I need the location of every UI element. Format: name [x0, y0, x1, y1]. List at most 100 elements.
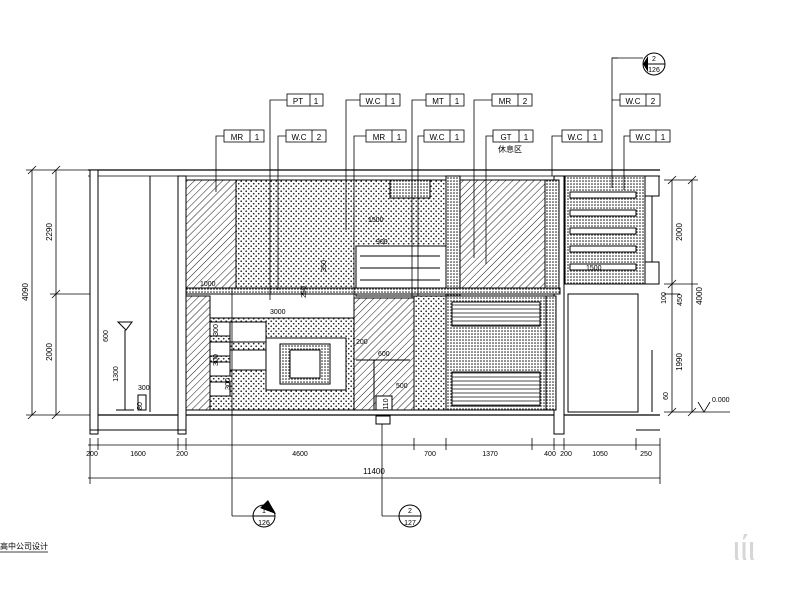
- dim-bottom: 400: [544, 451, 556, 458]
- label: 80: [137, 402, 144, 410]
- dim-left-total: 4090: [21, 283, 30, 301]
- desk: [356, 359, 410, 411]
- material-tag-mr1b: MR 1: [365, 129, 407, 143]
- label: 500: [396, 383, 408, 390]
- right-dimension-lines: [664, 175, 730, 417]
- grill-top: [451, 301, 541, 327]
- material-tag-mr1a: MR 1: [223, 129, 265, 143]
- label: 600: [103, 330, 110, 342]
- label: 300: [213, 324, 220, 336]
- tag-num: 1: [455, 133, 460, 142]
- dense-strip: [544, 179, 560, 291]
- dense-column: [445, 175, 461, 297]
- section-cut: [375, 415, 391, 425]
- mid-beam: [185, 287, 561, 295]
- material-tag-mt1: MT 1: [425, 93, 465, 107]
- tag-num: 1: [593, 133, 598, 142]
- right-column-mid: [644, 261, 660, 285]
- dim-right-mid: 100: [661, 292, 668, 304]
- bottom-dimension-labels: 200 1600 200 4600 700 1370 400 200 1050 …: [86, 451, 652, 458]
- tv-inner: [289, 349, 321, 379]
- label: 1500: [586, 265, 602, 272]
- tag-num: 2: [523, 97, 528, 106]
- dim-left-lower: 2000: [45, 343, 54, 361]
- dim-bottom: 1370: [482, 451, 498, 458]
- label: 600: [378, 351, 390, 358]
- leader-lines: [215, 57, 630, 320]
- lower-dotted-column: [413, 295, 447, 411]
- dim-bottom: 1050: [592, 451, 608, 458]
- level-mark: 0.000: [712, 397, 730, 404]
- marker-sheet: 126: [258, 520, 270, 527]
- marker-num: 2: [652, 56, 656, 63]
- tag-num: 1: [391, 97, 396, 106]
- dim-bottom: 250: [640, 451, 652, 458]
- label: 300: [213, 354, 220, 366]
- tag-code: W.C: [429, 133, 444, 142]
- marker-num: 1: [262, 508, 266, 515]
- watermark-logo: ιίι: [733, 530, 756, 568]
- section-marker-top: 2 126: [642, 52, 666, 76]
- tag-code: W.C: [635, 133, 650, 142]
- right-column-top: [644, 175, 660, 197]
- grill-bottom: [451, 371, 541, 407]
- tag-code: GT: [500, 133, 511, 142]
- tag-num: 1: [397, 133, 402, 142]
- dim-bottom: 200: [560, 451, 572, 458]
- material-tag-wc1c: W.C 1: [561, 129, 603, 143]
- tag-code: W.C: [567, 133, 582, 142]
- label: 900: [376, 239, 388, 246]
- dim-left-upper: 2290: [45, 223, 54, 241]
- footer-text: 高中公司设计: [0, 541, 48, 551]
- hatched-panel-left: [185, 179, 237, 289]
- material-tag-gt1: GT 1: [492, 129, 534, 143]
- mirror-panel: [459, 179, 546, 291]
- material-tag-mr2: MR 2: [491, 93, 533, 107]
- tag-num: 1: [661, 133, 666, 142]
- cabinet-shelves: [569, 191, 637, 271]
- dim-bottom: 700: [424, 451, 436, 458]
- marker-sheet: 126: [648, 67, 660, 74]
- tag-code: W.C: [365, 97, 380, 106]
- material-tag-pt1: PT 1: [286, 93, 324, 107]
- dim-left-inner: 1000: [200, 281, 216, 288]
- right-lower-panel: [567, 293, 639, 413]
- tag-num: 1: [524, 133, 529, 142]
- tag-num: 2: [651, 97, 656, 106]
- lower-hatch-left: [185, 295, 211, 411]
- label: 1300: [113, 366, 120, 382]
- marker-sheet: 127: [404, 520, 416, 527]
- dim-right-total: 4000: [695, 287, 704, 305]
- label: 350: [321, 260, 328, 272]
- tag-code: W.C: [625, 97, 640, 106]
- dim-right-floor: 60: [663, 392, 670, 400]
- step-blocks: [209, 321, 267, 397]
- dim-bottom: 200: [176, 451, 188, 458]
- tag-num: 1: [455, 97, 460, 106]
- material-tag-wc1b: W.C 1: [423, 129, 465, 143]
- dim-right-mid2: 450: [677, 294, 684, 306]
- label: 300: [225, 378, 232, 390]
- tag-code: MR: [499, 97, 512, 106]
- grill-edge: [545, 295, 557, 411]
- label: 110: [383, 398, 390, 409]
- lamp: [116, 321, 134, 411]
- material-tag-wc2b: W.C 2: [619, 93, 661, 107]
- label: 3000: [270, 309, 286, 316]
- label: 1500: [368, 217, 384, 224]
- section-marker-right: 2 127: [381, 424, 422, 528]
- tag-code: MT: [432, 97, 444, 106]
- tag-num: 1: [255, 133, 260, 142]
- tag-code: MR: [231, 133, 244, 142]
- dim-bottom: 4600: [292, 451, 308, 458]
- tag-code: W.C: [291, 133, 306, 142]
- tag-num: 1: [314, 97, 319, 106]
- dim-right-upper: 2000: [675, 223, 684, 241]
- small-box: [137, 394, 147, 411]
- label: 300: [138, 385, 150, 392]
- label: 200: [356, 339, 368, 346]
- dim-bottom: 1600: [130, 451, 146, 458]
- tag-num: 2: [317, 133, 322, 142]
- material-tag-wc2a: W.C 2: [285, 129, 327, 143]
